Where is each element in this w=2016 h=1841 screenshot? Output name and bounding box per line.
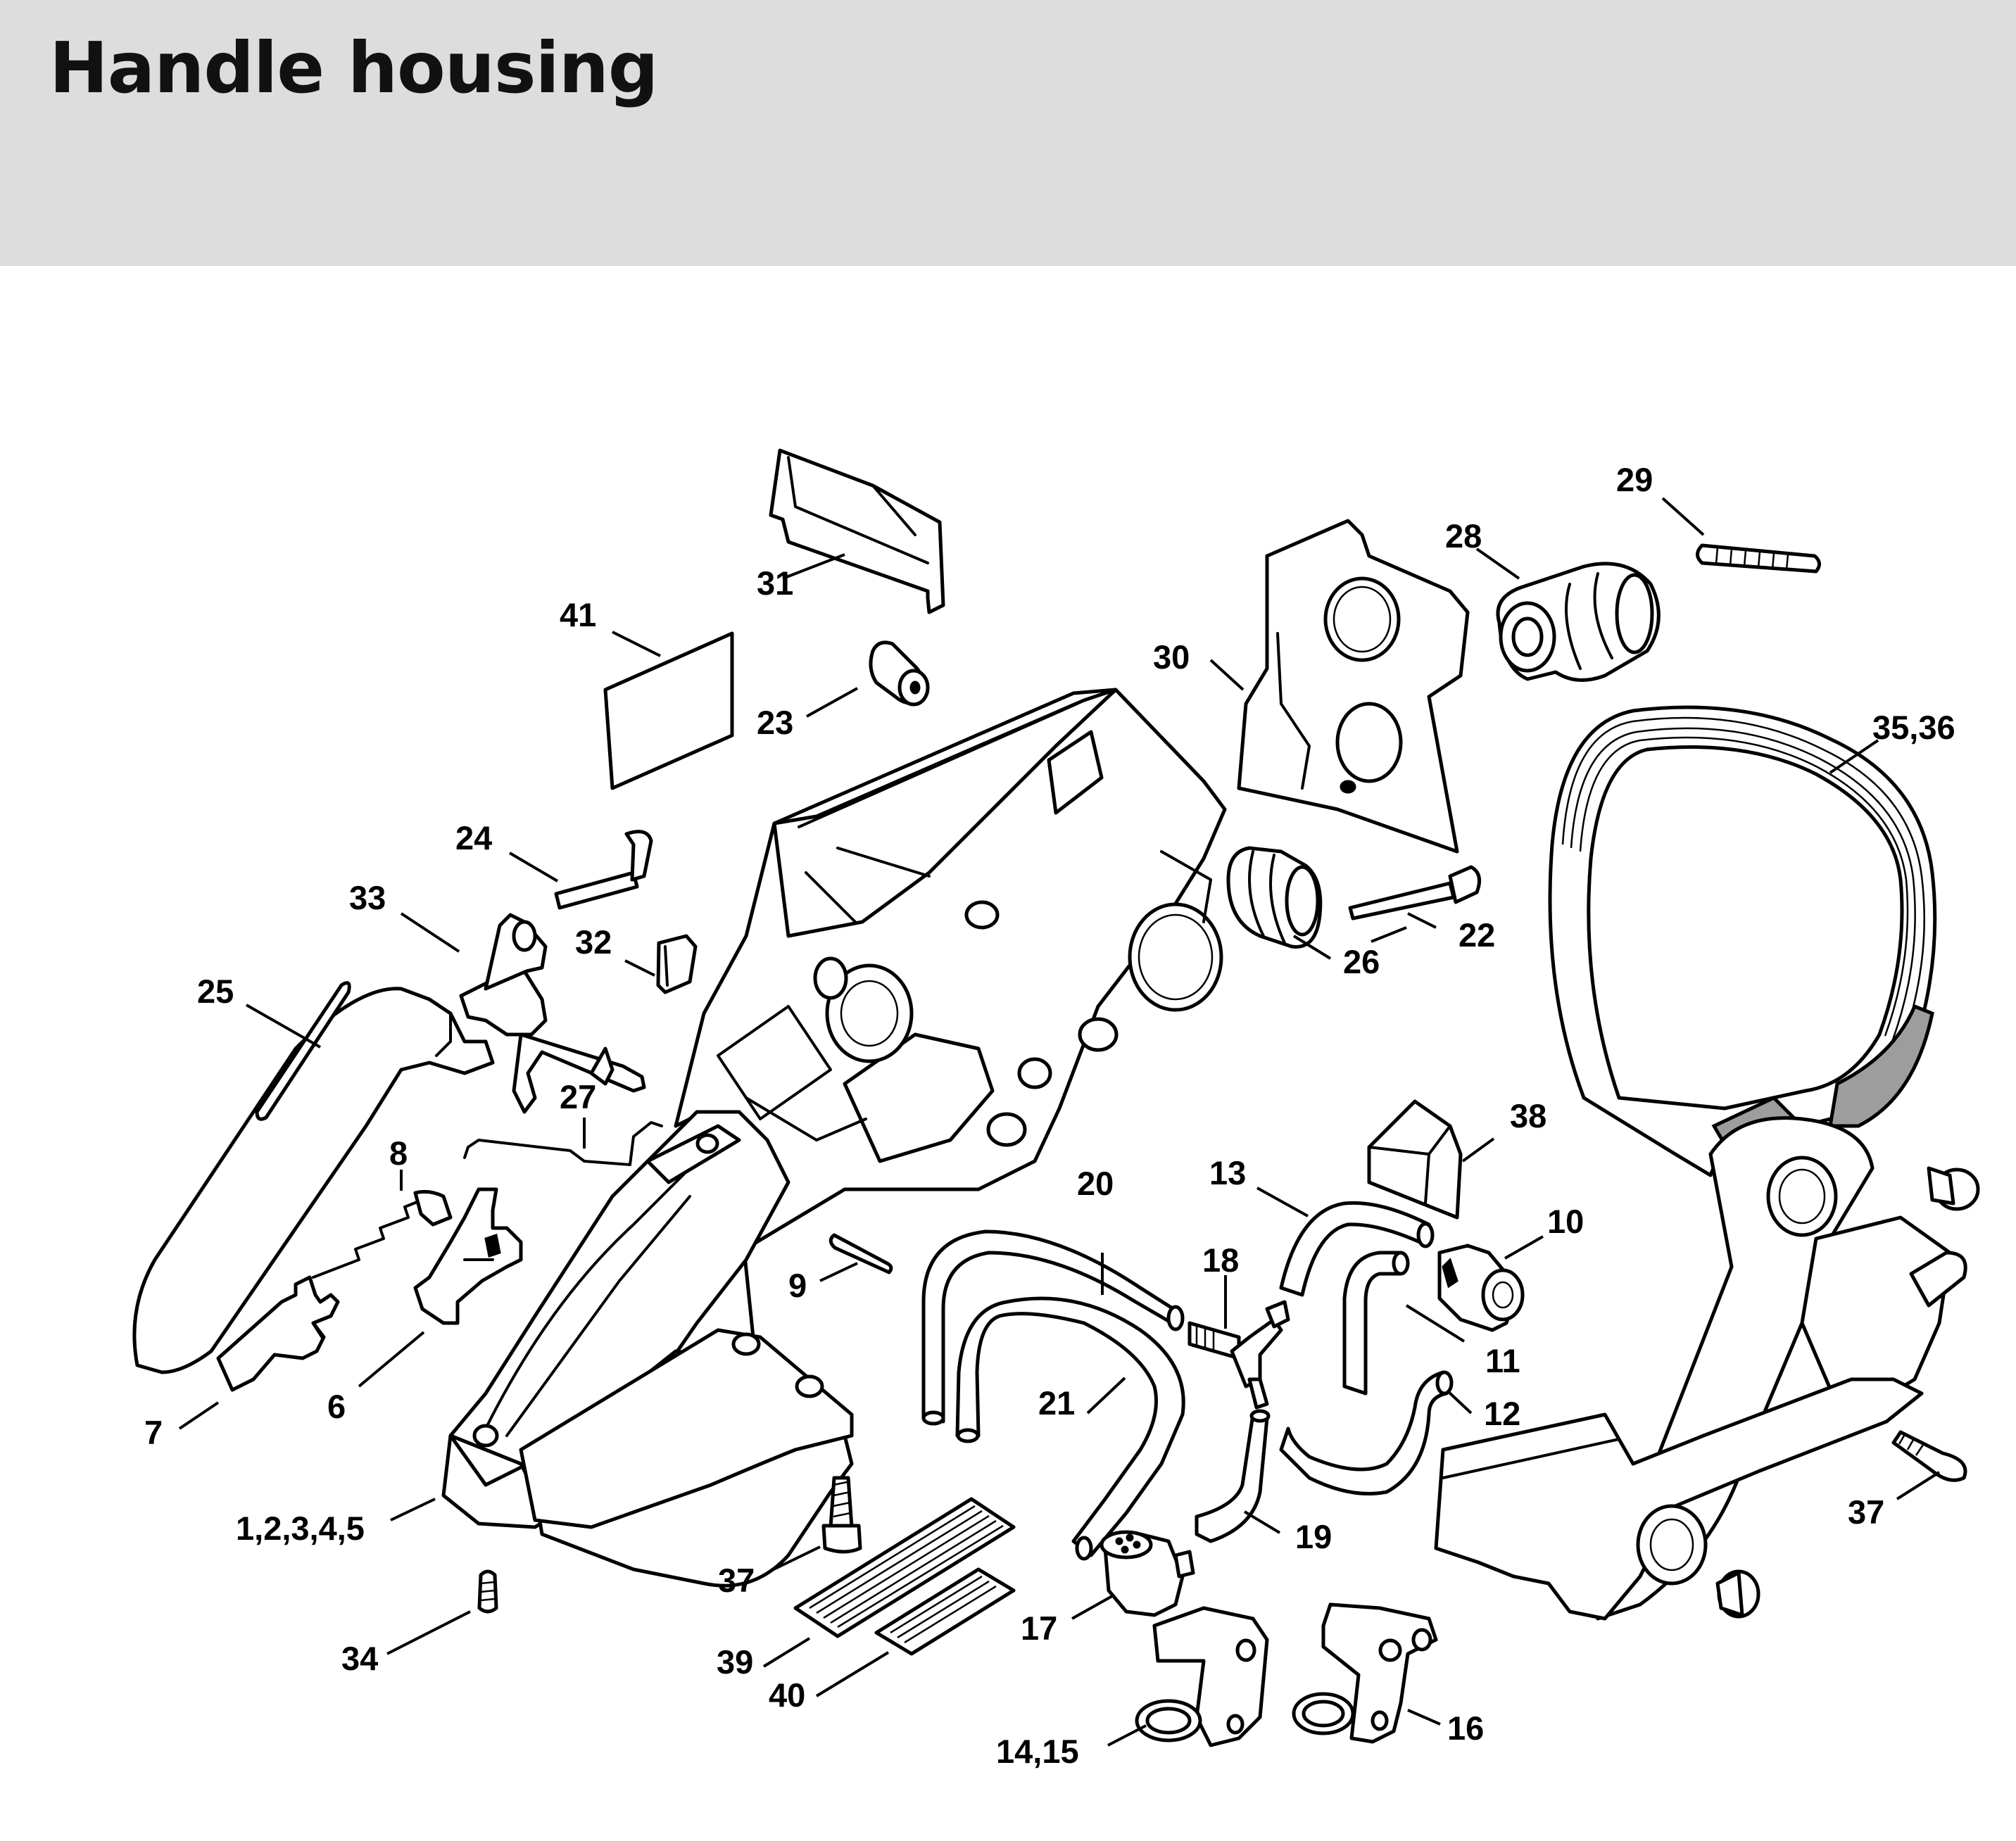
callout-labels: 31 41 23 24 33 32 25 27 8 7 6 9 1,2,3,4,… [144, 461, 1955, 1770]
callout-28: 28 [1445, 517, 1482, 555]
part-14-bracket [1135, 1606, 1269, 1747]
callout-37-right: 37 [1848, 1493, 1884, 1531]
callout-1-5: 1,2,3,4,5 [236, 1510, 365, 1547]
callout-11: 11 [1485, 1342, 1520, 1379]
part-13-hose [1279, 1201, 1435, 1297]
part-8-spring [312, 1189, 453, 1279]
part-12-hose [1279, 1370, 1454, 1495]
leader-lines [178, 497, 1941, 1747]
callout-7: 7 [144, 1414, 163, 1451]
part-37-screw-right [1891, 1430, 1967, 1482]
page-title: Handle housing [49, 27, 659, 109]
part-9-pin [829, 1233, 893, 1274]
part-24-pin [554, 830, 653, 910]
part-38-clip [1367, 1099, 1463, 1220]
callout-25: 25 [197, 973, 234, 1010]
callout-14-15: 14,15 [996, 1733, 1079, 1770]
part-23-bushing [869, 640, 930, 707]
callout-39: 39 [717, 1643, 753, 1681]
callout-18: 18 [1202, 1241, 1239, 1279]
callout-10: 10 [1547, 1203, 1584, 1240]
callout-23: 23 [757, 704, 793, 741]
part-16-bracket [1292, 1602, 1438, 1744]
part-34-screw [477, 1569, 498, 1614]
part-29-stud [1696, 543, 1821, 574]
callout-13: 13 [1209, 1154, 1246, 1191]
callout-9: 9 [788, 1267, 807, 1304]
callout-8: 8 [389, 1134, 408, 1172]
callout-29: 29 [1616, 461, 1653, 498]
callout-34: 34 [341, 1640, 378, 1677]
part-17-pickup [1100, 1530, 1195, 1617]
part-20-hose [921, 1229, 1185, 1426]
callout-35-36: 35,36 [1872, 709, 1955, 746]
callout-16: 16 [1447, 1709, 1484, 1747]
part-1-housing [441, 688, 1227, 1588]
part-32-bracket [656, 934, 698, 994]
part-11-hose [1342, 1251, 1410, 1396]
callout-40: 40 [769, 1676, 805, 1714]
header-banner: Handle housing [0, 0, 2016, 266]
part-22-screw [1348, 865, 1482, 920]
callout-26: 26 [1343, 943, 1380, 980]
part-39-plate [793, 1497, 1016, 1638]
part-41-label [603, 631, 734, 790]
callout-21: 21 [1038, 1384, 1075, 1422]
part-40-plate [874, 1567, 1016, 1656]
part-30-baffle [1237, 519, 1470, 854]
callout-33: 33 [349, 879, 386, 916]
callout-37-bottom: 37 [718, 1562, 755, 1599]
part-31-cover [769, 448, 945, 614]
part-21-hose [955, 1296, 1185, 1561]
callout-20: 20 [1077, 1165, 1114, 1202]
callout-19: 19 [1295, 1518, 1332, 1555]
part-37-screw-bottom [821, 1476, 862, 1554]
callout-30: 30 [1153, 638, 1190, 676]
part-6-trigger [413, 1187, 523, 1325]
part-35-handlebar [1434, 705, 1980, 1621]
callout-41: 41 [560, 596, 596, 633]
callout-31: 31 [757, 564, 793, 602]
callout-22: 22 [1459, 916, 1495, 954]
part-28-buffer [1496, 562, 1661, 682]
callout-27: 27 [560, 1078, 596, 1115]
callout-32: 32 [575, 923, 612, 961]
callout-12: 12 [1484, 1395, 1520, 1432]
part-19-hose [1195, 1409, 1271, 1543]
part-25-handle-molding [132, 981, 495, 1374]
callout-24: 24 [455, 819, 492, 856]
part-7-lever [216, 1275, 340, 1392]
callout-6: 6 [327, 1388, 346, 1425]
part-10-primer-bulb [1437, 1244, 1525, 1332]
callout-17: 17 [1021, 1609, 1057, 1647]
callout-38: 38 [1510, 1097, 1546, 1134]
part-18-fitting [1187, 1300, 1290, 1410]
part-26-buffer [1226, 846, 1323, 949]
part-33-trigger-assembly [459, 913, 646, 1114]
part-27-rod [463, 1121, 663, 1166]
